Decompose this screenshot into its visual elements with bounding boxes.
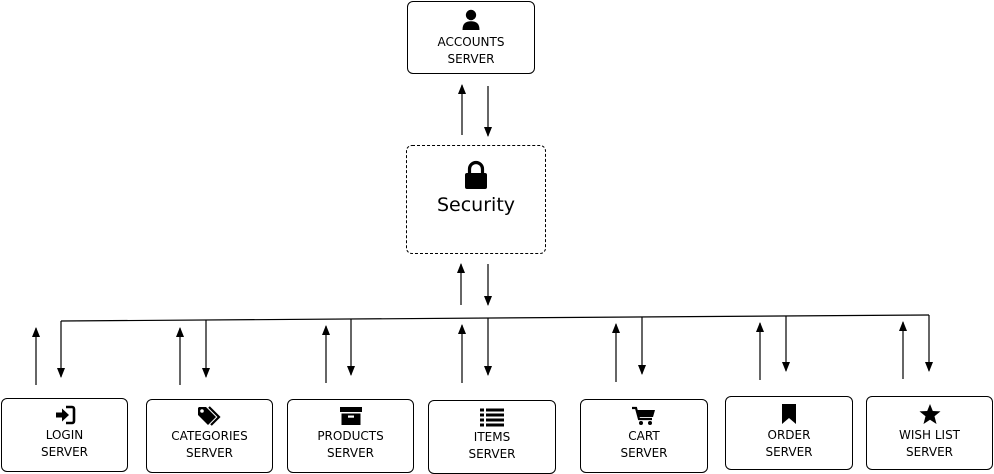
login-icon bbox=[55, 405, 75, 425]
categories-server-label: CATEGORIES SERVER bbox=[171, 428, 247, 462]
categories-label-line2: SERVER bbox=[185, 446, 233, 460]
products-label-line2: SERVER bbox=[326, 446, 374, 460]
items-server-node: ITEMS SERVER bbox=[428, 400, 556, 474]
login-label-line1: LOGIN bbox=[45, 428, 84, 442]
accounts-server-label: ACCOUNTS SERVER bbox=[438, 34, 505, 68]
order-label-line2: SERVER bbox=[765, 445, 813, 459]
accounts-label-line2: SERVER bbox=[447, 52, 495, 66]
accounts-label-line1: ACCOUNTS bbox=[437, 35, 505, 49]
items-label-line2: SERVER bbox=[468, 447, 516, 461]
bookmark-icon bbox=[782, 404, 796, 424]
cart-server-label: CART SERVER bbox=[620, 428, 667, 462]
products-label-line1: PRODUCTS bbox=[317, 429, 384, 443]
user-icon bbox=[462, 9, 480, 30]
categories-label-line1: CATEGORIES bbox=[171, 429, 248, 443]
wish-list-server-label: WISH LIST SERVER bbox=[899, 427, 960, 461]
wish-list-label-line1: WISH LIST bbox=[898, 428, 961, 442]
cart-icon bbox=[632, 406, 655, 425]
wish-list-server-node: WISH LIST SERVER bbox=[866, 396, 993, 470]
order-label-line1: ORDER bbox=[767, 428, 811, 442]
products-server-label: PRODUCTS SERVER bbox=[317, 428, 383, 462]
lock-icon bbox=[465, 160, 487, 189]
login-server-label: LOGIN SERVER bbox=[41, 427, 88, 461]
items-server-label: ITEMS SERVER bbox=[468, 429, 515, 463]
archive-box-icon bbox=[339, 407, 362, 425]
categories-server-node: CATEGORIES SERVER bbox=[146, 399, 273, 473]
list-icon bbox=[480, 408, 504, 427]
security-node: Security bbox=[406, 145, 546, 254]
order-server-label: ORDER SERVER bbox=[765, 427, 812, 461]
cart-label-line1: CART bbox=[628, 429, 660, 443]
star-icon bbox=[919, 404, 940, 424]
login-label-line2: SERVER bbox=[40, 445, 88, 459]
wish-list-label-line2: SERVER bbox=[905, 445, 953, 459]
accounts-server-node: ACCOUNTS SERVER bbox=[407, 1, 535, 74]
order-server-node: ORDER SERVER bbox=[725, 396, 853, 470]
security-label: Security bbox=[436, 194, 516, 216]
bus-line bbox=[60, 314, 930, 322]
tags-icon bbox=[197, 406, 221, 426]
products-server-node: PRODUCTS SERVER bbox=[287, 399, 414, 473]
items-label-line1: ITEMS bbox=[473, 430, 511, 444]
login-server-node: LOGIN SERVER bbox=[1, 398, 128, 472]
cart-label-line2: SERVER bbox=[620, 446, 668, 460]
cart-server-node: CART SERVER bbox=[580, 399, 708, 473]
